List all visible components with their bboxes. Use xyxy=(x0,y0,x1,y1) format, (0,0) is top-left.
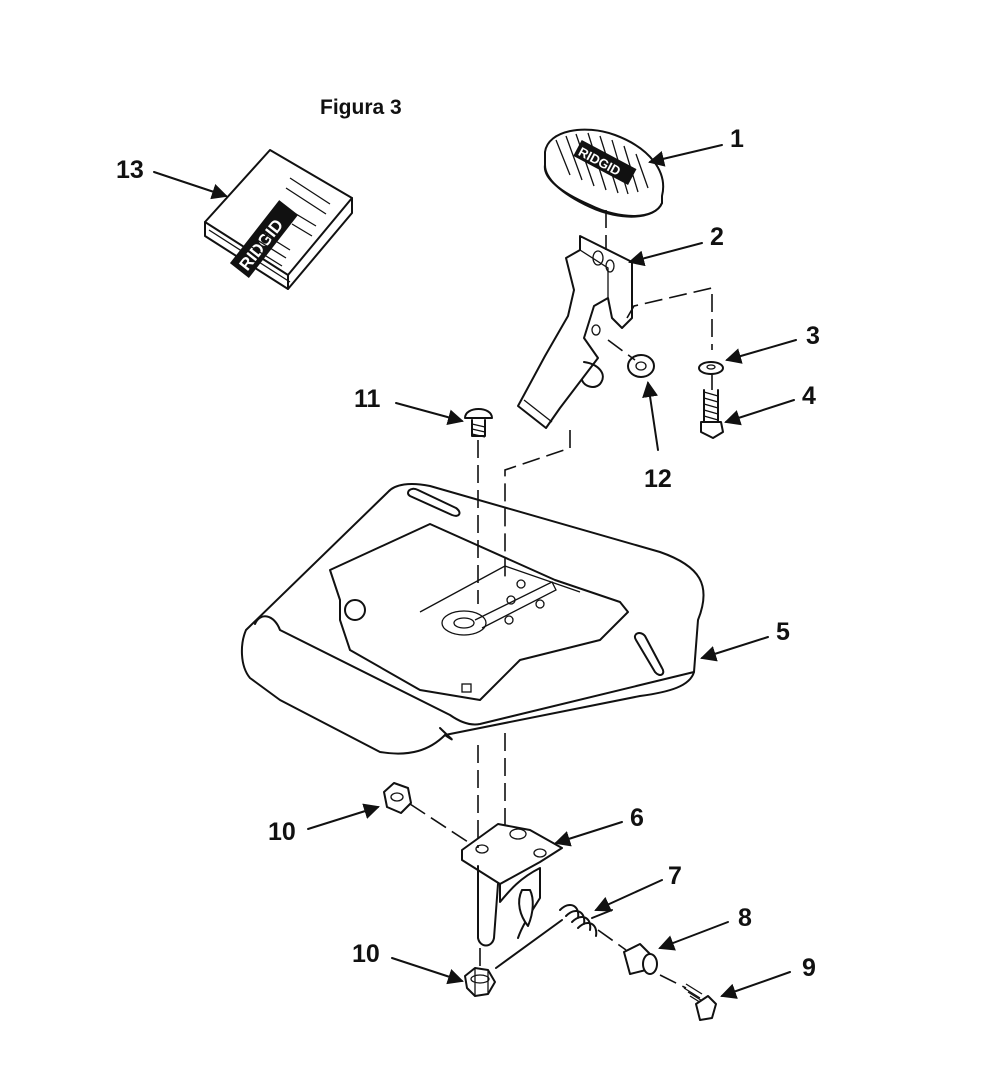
callout-10-lower: 10 xyxy=(352,940,380,968)
callout-9: 9 xyxy=(802,954,816,982)
part-2-pedal-arm xyxy=(517,235,633,429)
part-5-base-plate xyxy=(240,483,705,755)
part-4-bolt xyxy=(700,389,724,439)
callout-2: 2 xyxy=(710,223,724,251)
callout-7: 7 xyxy=(668,862,682,890)
callout-5: 5 xyxy=(776,618,790,646)
part-1-pedal-pad: RIDGID xyxy=(543,128,665,218)
part-7-spring xyxy=(495,903,613,969)
part-13-manual: RIDGID xyxy=(204,149,353,290)
part-3-lock-washer xyxy=(698,361,724,375)
callout-10-upper: 10 xyxy=(268,818,296,846)
part-8-bushing xyxy=(623,943,658,975)
figure-title: Figura 3 xyxy=(320,96,402,119)
callout-labels: 1 2 3 4 5 6 7 8 9 10 10 11 12 13 xyxy=(116,125,820,982)
part-10-nut-upper xyxy=(383,782,412,814)
part-9-screw xyxy=(683,983,717,1021)
callout-1: 1 xyxy=(730,125,744,153)
callout-11: 11 xyxy=(354,385,381,413)
callout-12: 12 xyxy=(644,465,672,493)
part-11-carriage-bolt xyxy=(464,408,493,438)
callout-4: 4 xyxy=(802,382,816,410)
part-10-nut-lower xyxy=(464,967,496,997)
callout-13: 13 xyxy=(116,156,144,184)
assembly-lines xyxy=(409,210,713,989)
callout-8: 8 xyxy=(738,904,752,932)
callout-3: 3 xyxy=(806,322,820,350)
leader-arrows xyxy=(153,144,797,999)
part-6-lower-bracket xyxy=(461,823,563,947)
callout-6: 6 xyxy=(630,804,644,832)
